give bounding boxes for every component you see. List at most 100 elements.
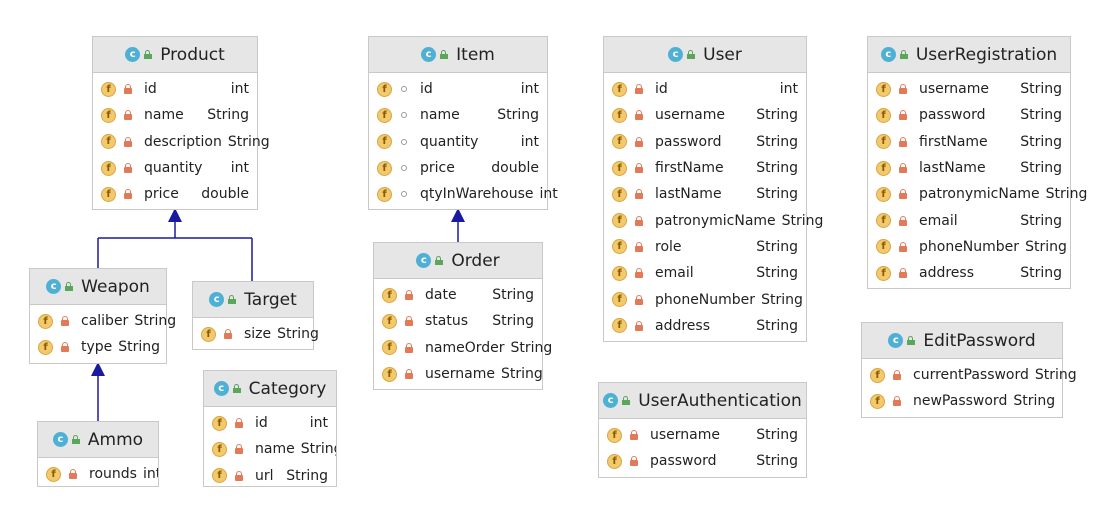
field-name: address [655, 317, 711, 334]
field-type: int [142, 466, 158, 483]
field-icon: f [612, 160, 627, 176]
field-type: String [756, 133, 798, 150]
field-icon: f [101, 107, 116, 123]
field-type: String [492, 313, 534, 330]
field-type: String [492, 287, 534, 304]
public-visibility-icon [907, 336, 916, 345]
private-lock-icon [899, 268, 907, 279]
class-name: User [703, 44, 742, 65]
class-category[interactable]: cCategoryfidintfnameStringfurlString [203, 370, 337, 487]
private-lock-icon [899, 215, 907, 226]
field-name: nameOrder [425, 339, 505, 356]
field-icon: f [101, 134, 116, 150]
field-row[interactable]: froundsint [38, 461, 158, 486]
private-lock-icon [405, 316, 413, 327]
private-lock-icon [235, 470, 243, 481]
package-private-icon [401, 86, 407, 93]
field-icon: f [377, 81, 392, 97]
private-lock-icon [124, 84, 132, 95]
field-name: caliber [81, 313, 129, 330]
public-visibility-icon [435, 256, 444, 265]
field-name: firstName [655, 160, 724, 177]
field-type: String [1034, 367, 1077, 384]
field-name: id [655, 81, 668, 98]
field-icon: f [38, 313, 53, 329]
field-name: role [655, 238, 682, 255]
private-lock-icon [405, 342, 413, 353]
package-private-icon [401, 165, 407, 172]
private-lock-icon [635, 320, 643, 331]
field-icon: f [377, 186, 392, 202]
private-lock-icon [224, 329, 232, 340]
class-icon: c [416, 253, 432, 268]
field-type: String [756, 107, 798, 124]
field-icon: f [377, 134, 392, 150]
field-icon: f [612, 265, 627, 281]
field-type: int [520, 81, 539, 98]
public-visibility-icon [622, 396, 631, 405]
private-lock-icon [630, 430, 638, 441]
package-private-icon [401, 191, 407, 198]
private-lock-icon [899, 136, 907, 147]
field-type: String [1020, 107, 1062, 124]
field-icon: f [382, 313, 397, 329]
private-lock-icon [893, 396, 901, 407]
class-ammo[interactable]: cAmmofroundsint [37, 421, 159, 487]
package-private-icon [401, 112, 407, 119]
field-type: String [300, 441, 336, 458]
private-lock-icon [899, 189, 907, 200]
inherit-arrow-item [451, 208, 465, 222]
